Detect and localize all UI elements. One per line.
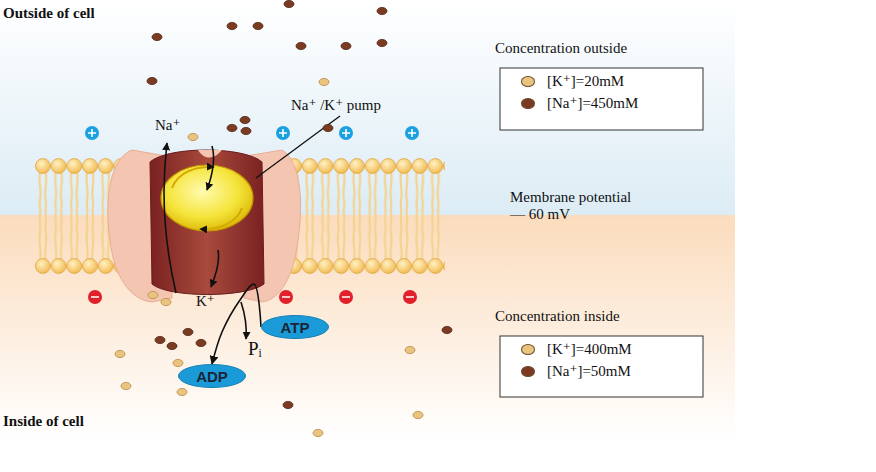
text-label: Outside of cell (3, 5, 95, 22)
text-label: Inside of cell (3, 413, 84, 430)
legend-box (500, 68, 703, 130)
sodium-efflux-arrow (164, 143, 176, 293)
text-label: Na⁺ (155, 117, 180, 134)
potassium-release-arrow (211, 250, 219, 287)
molecule-label: ATP (261, 315, 329, 339)
legend-text: [K⁺]=400mM (547, 340, 632, 358)
text-label: Na⁺ /K⁺ pump (291, 97, 381, 114)
text-label: Pᵢ (248, 338, 262, 360)
ion-particle (253, 22, 263, 29)
plus-symbol (88, 129, 416, 137)
legend-entry: [Na⁺]=50mM (521, 362, 631, 380)
molecule-ellipse (262, 316, 329, 339)
minus-symbol (91, 296, 414, 298)
ion-particles (115, 0, 452, 436)
ion-particle (167, 342, 177, 349)
leader-line (256, 116, 340, 178)
text-label: Membrane potential — 60 mV (510, 189, 642, 224)
legend-text: [Na⁺]=450mM (547, 94, 638, 112)
molecule-ellipse (179, 365, 246, 388)
pump-body (150, 150, 264, 295)
ion-particle (377, 39, 387, 46)
legend-swatch (521, 98, 535, 109)
molecule-node: ATP (261, 315, 329, 339)
ion-particle (241, 127, 251, 134)
legend-entry: [K⁺]=400mM (521, 340, 632, 358)
ion-particle (323, 124, 333, 131)
negative-charges (88, 290, 417, 304)
ion-particle (147, 77, 157, 84)
conformation-arrow (200, 208, 242, 229)
ion-particle (377, 7, 387, 14)
text-label: Concentration outside (495, 40, 627, 57)
molecule-node: ADP (178, 364, 246, 388)
pump-binding-site (161, 165, 253, 231)
ion-particle (442, 326, 452, 333)
positive-charges (85, 126, 419, 140)
ion-particle (227, 124, 237, 131)
legend-text: [K⁺]=20mM (547, 72, 624, 90)
ion-particle (341, 42, 351, 49)
ion-particle (183, 328, 193, 335)
pump-channel (198, 150, 222, 158)
conformation-arrow (172, 167, 214, 188)
legend-swatch (521, 76, 535, 87)
ion-particle (405, 346, 415, 353)
ion-particle (413, 411, 423, 418)
ion-particle (148, 291, 158, 298)
ion-particle (161, 298, 171, 305)
ion-particle (177, 388, 187, 395)
ion-particle (188, 133, 198, 140)
legend-entry: [K⁺]=20mM (521, 72, 624, 90)
ion-particle (313, 429, 323, 436)
ion-particle (121, 382, 131, 389)
text-label: Concentration inside (495, 308, 620, 325)
ion-particle (196, 339, 206, 346)
ion-particle (240, 116, 250, 123)
cytoplasm (0, 215, 735, 440)
reaction-arrow (212, 284, 261, 364)
legend-text: [Na⁺]=50mM (547, 362, 631, 380)
ion-particle (115, 350, 125, 357)
legend-entry: [Na⁺]=450mM (521, 94, 638, 112)
molecule-label: ADP (178, 364, 246, 388)
legend-swatch (521, 366, 535, 377)
phosphate-arrow (241, 302, 246, 339)
ion-particle (296, 42, 306, 49)
text-label: K⁺ (196, 293, 215, 310)
ion-particle (284, 0, 294, 7)
ion-particle (152, 33, 162, 40)
potassium-influx-arrow (207, 146, 214, 190)
ion-particle (155, 336, 165, 343)
legend-swatch (521, 344, 535, 355)
ion-particle (227, 22, 237, 29)
ion-particle (319, 78, 329, 85)
legend-box (500, 336, 703, 397)
ion-particle (283, 401, 293, 408)
ion-particle (173, 359, 183, 366)
